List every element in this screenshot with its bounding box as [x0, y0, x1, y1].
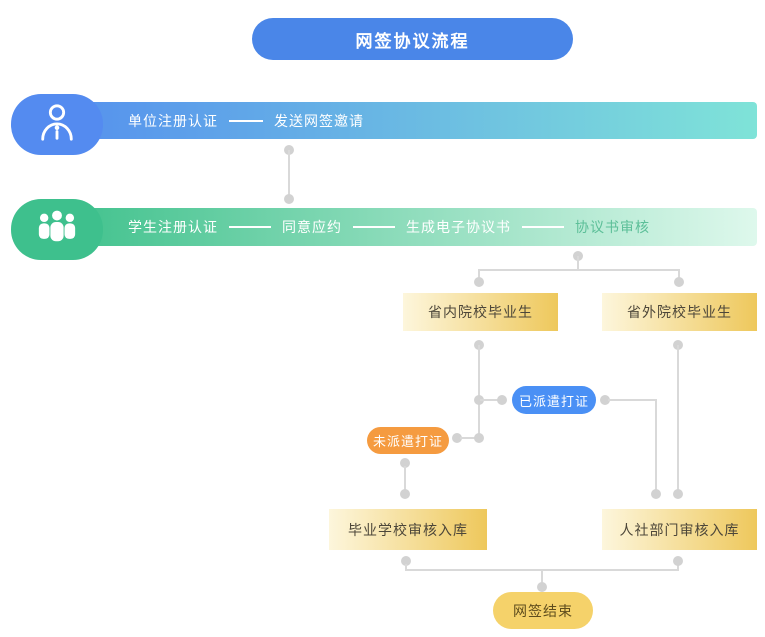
connector-dot [497, 395, 507, 405]
connector-dot [400, 489, 410, 499]
connector-dot [537, 582, 547, 592]
lane-step-label: 发送网签邀请 [274, 112, 364, 129]
node-school-review: 毕业学校审核入库 [329, 509, 487, 550]
connector-line [478, 269, 480, 282]
connector-dot [600, 395, 610, 405]
connector-line [288, 150, 290, 199]
connector-dot [673, 556, 683, 566]
connector-line [405, 569, 679, 571]
lane-unit-badge [11, 94, 103, 155]
connector-line [655, 399, 657, 492]
lane-step-label: 生成电子协议书 [406, 219, 511, 235]
connector-line [678, 269, 680, 282]
lane-step-label: 学生注册认证 [128, 219, 218, 235]
connector-dot [452, 433, 462, 443]
step-connector-dash [229, 226, 271, 228]
step-connector-dash [522, 226, 564, 228]
connector-line [478, 345, 480, 439]
connector-dot [674, 277, 684, 287]
connector-line [677, 345, 679, 492]
connector-dot [474, 277, 484, 287]
connector-line [404, 466, 406, 492]
node-dispatched: 已派遣打证 [512, 386, 596, 414]
connector-dot [401, 556, 411, 566]
lane-unit-bar [57, 102, 757, 139]
lane-student-steps: 学生注册认证 同意应约 生成电子协议书 协议书审核 [128, 208, 650, 246]
connector-line [405, 564, 407, 571]
node-in-province: 省内院校毕业生 [403, 293, 558, 331]
connector-line [577, 256, 579, 270]
node-hr-review: 人社部门审核入库 [602, 509, 757, 550]
flow-title: 网签协议流程 [252, 18, 573, 60]
lane-step-label: 协议书审核 [575, 219, 650, 235]
lane-step-label: 单位注册认证 [128, 112, 218, 129]
connector-line [478, 269, 680, 271]
node-not-dispatched: 未派遣打证 [367, 427, 449, 454]
connector-line [608, 399, 656, 401]
node-out-province: 省外院校毕业生 [602, 293, 757, 331]
connector-line [541, 571, 543, 584]
lane-student-badge [11, 199, 103, 260]
connector-dot [474, 395, 484, 405]
connector-dot [400, 458, 410, 468]
connector-dot [651, 489, 661, 499]
lane-student-bar [57, 208, 757, 246]
connector-dot [284, 194, 294, 204]
group-icon [35, 209, 79, 250]
connector-line [677, 564, 679, 571]
connector-dot [474, 433, 484, 443]
step-connector-dash [229, 119, 263, 122]
step-connector-dash [353, 226, 395, 228]
person-icon [36, 102, 78, 147]
connector-line [460, 437, 479, 439]
connector-dot [673, 489, 683, 499]
lane-step-label: 同意应约 [282, 219, 342, 235]
lane-unit-steps: 单位注册认证 发送网签邀请 [128, 102, 364, 139]
node-finish: 网签结束 [493, 592, 593, 629]
connector-line [480, 399, 498, 401]
